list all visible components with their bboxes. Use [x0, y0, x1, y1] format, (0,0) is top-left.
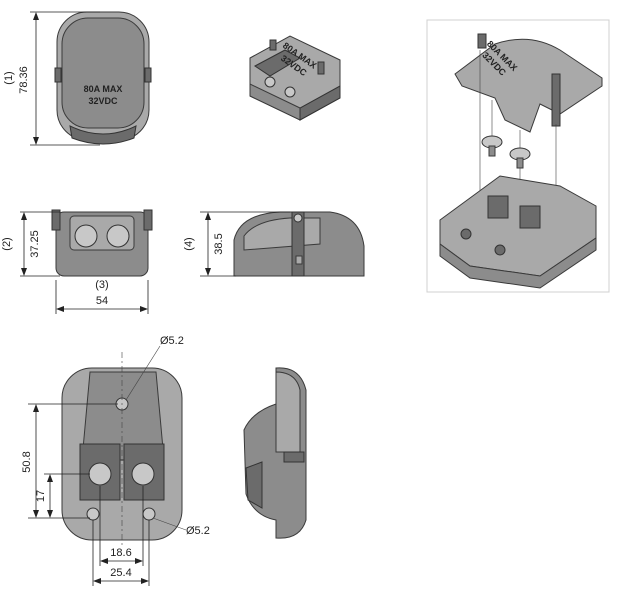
- dim254-arrow-right: [141, 578, 149, 584]
- iso-right-tab: [317, 61, 325, 75]
- exploded-cover-leg: [551, 73, 561, 127]
- exploded-base-terminal-1: [487, 195, 509, 219]
- dim508-value: 50.8: [21, 451, 33, 472]
- side-view-notch: [295, 255, 303, 265]
- dim3-label: (3): [95, 279, 108, 291]
- dim4-arrow-bottom: [205, 268, 211, 276]
- front-view-right-tab: [143, 209, 153, 231]
- exploded-screw-1-shank: [488, 145, 496, 157]
- iso-left-tab: [269, 39, 277, 51]
- exploded-base-hole-1: [460, 228, 472, 240]
- hole-top-leader: [125, 345, 161, 401]
- exploded-base-terminal-2: [519, 205, 541, 229]
- dim3-value: 54: [96, 295, 108, 307]
- front-view-screw-2: [106, 224, 130, 248]
- exploded-cover: [454, 38, 603, 133]
- dim17-arrow-bottom: [47, 510, 53, 518]
- dim1-label: (1): [3, 71, 15, 84]
- marking-line2: 32VDC: [88, 96, 118, 106]
- exploded-view: 80A MAX 32VDC: [426, 19, 610, 293]
- iso-screw-1: [264, 76, 276, 88]
- dim254-value: 25.4: [110, 567, 131, 579]
- dim186-value: 18.6: [110, 547, 131, 559]
- profile-view-highlight: [275, 371, 301, 453]
- front-view: (2) 37.25 (3) 54: [1, 209, 153, 314]
- dim2-arrow-bottom: [21, 268, 27, 276]
- dim2-label: (2): [1, 237, 13, 250]
- base-view: Ø5.2 Ø5.2 50.8 17 18.6 25.4: [21, 335, 210, 586]
- dim4-label: (4): [183, 237, 195, 250]
- dim186-arrow-right: [135, 558, 143, 564]
- dim4-value: 38.5: [213, 233, 225, 254]
- base-view-screw-right: [131, 462, 155, 486]
- dim2-value: 37.25: [29, 230, 41, 258]
- dim17-value: 17: [35, 490, 47, 502]
- dim186-arrow-left: [100, 558, 108, 564]
- top-view-cover-face: [61, 17, 145, 129]
- side-view: (4) 38.5: [183, 211, 365, 277]
- dim4-arrow-top: [205, 212, 211, 220]
- profile-view-tab: [283, 451, 305, 463]
- profile-view-foot: [245, 461, 263, 509]
- front-view-screw-1: [74, 224, 98, 248]
- hole-top-label: Ø5.2: [160, 335, 184, 347]
- profile-view: [243, 367, 307, 539]
- marking-line1: 80A MAX: [84, 84, 123, 94]
- iso-body-side: [299, 85, 341, 121]
- exploded-screw-2-shank: [516, 157, 524, 169]
- dim1-arrow-top: [33, 12, 39, 20]
- isometric-view: 80A MAX 32VDC: [249, 35, 341, 121]
- exploded-cover-tab-left: [477, 33, 487, 49]
- iso-screw-2: [284, 86, 296, 98]
- dim508-arrow-top: [33, 404, 39, 412]
- dim3-arrow-left: [56, 306, 64, 312]
- exploded-base-skirt: [439, 237, 597, 289]
- top-view: 80A MAX 32VDC (1) 78.36: [3, 11, 152, 146]
- top-view-left-tab: [54, 67, 62, 83]
- exploded-base-hole-2: [494, 244, 506, 256]
- base-view-screw-left: [88, 462, 112, 486]
- dim254-arrow-left: [93, 578, 101, 584]
- dim2-arrow-top: [21, 212, 27, 220]
- dim508-arrow-bottom: [33, 510, 39, 518]
- top-view-right-tab: [144, 67, 152, 83]
- hole-bottom-leader: [152, 517, 187, 531]
- dim1-arrow-bottom: [33, 137, 39, 145]
- hole-bottom-label: Ø5.2: [186, 525, 210, 537]
- iso-opening: [254, 49, 302, 77]
- side-view-pin: [293, 213, 303, 223]
- dim1-value: 78.36: [18, 66, 30, 94]
- dim17-arrow-top: [47, 474, 53, 482]
- dim3-arrow-right: [140, 306, 148, 312]
- front-view-left-tab: [51, 209, 61, 231]
- top-view-lower-lip: [69, 125, 137, 145]
